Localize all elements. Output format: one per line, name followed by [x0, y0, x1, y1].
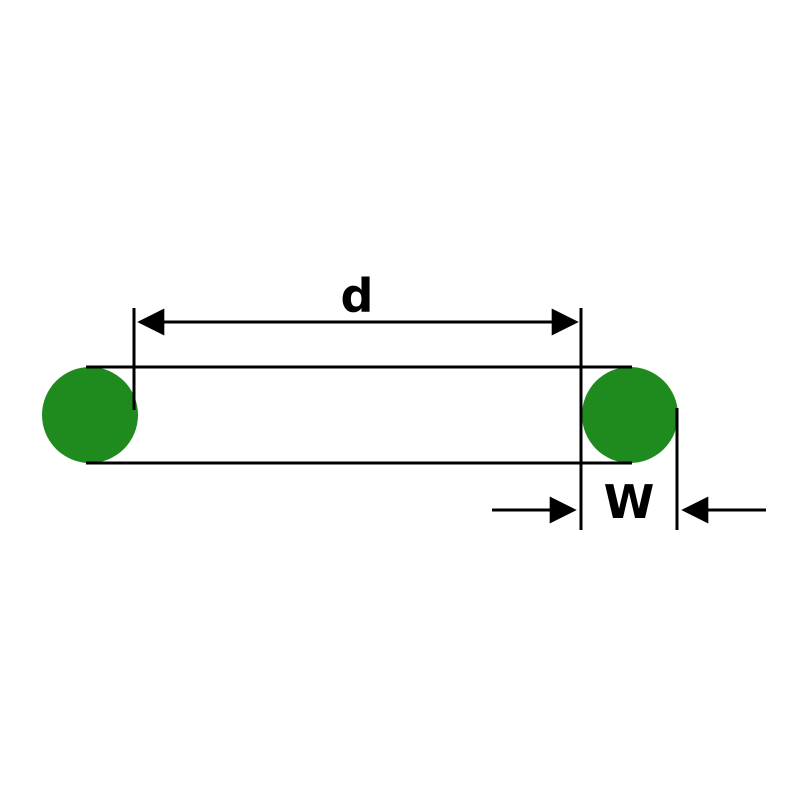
left-cross-section-circle	[42, 367, 138, 463]
extension-lines	[132, 308, 679, 530]
tangent-lines	[86, 365, 632, 465]
right-cross-section-circle	[582, 367, 678, 463]
width-label: W	[604, 475, 655, 529]
diameter-label: d	[341, 269, 374, 323]
